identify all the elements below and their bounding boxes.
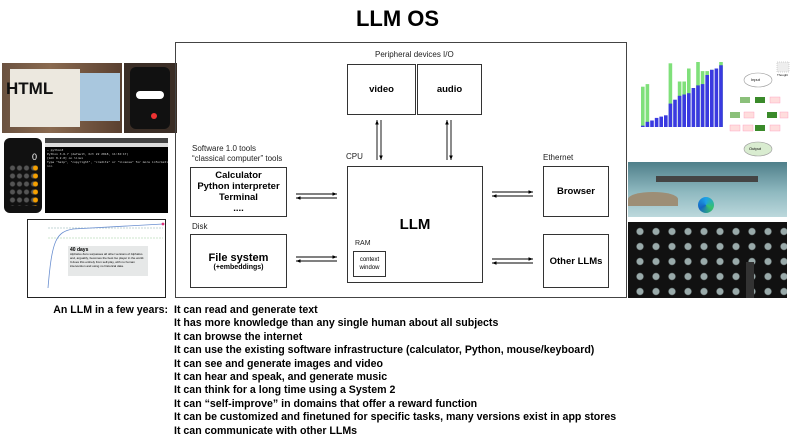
terminal-line: [GCC 8.2.0] on linux <box>47 156 84 160</box>
gpt-store-stage-photo <box>628 222 787 298</box>
video-label: video <box>369 84 394 95</box>
thumb-bar-green <box>668 63 673 127</box>
terminal-window: ~ python3 Python 3.6.7 (default, Oct 22 … <box>45 138 168 213</box>
thumb-bar-blue <box>641 125 645 127</box>
tools-box: Calculator Python interpreter Terminal .… <box>190 167 287 217</box>
thumb-bar-blue <box>691 88 696 127</box>
terminal-line: >>> <box>47 164 53 168</box>
input-node: Input <box>751 77 760 82</box>
calculator-phone: 0 <box>4 138 42 213</box>
alphago-title: 40 days <box>70 247 89 253</box>
thumb-bar-blue <box>677 95 682 127</box>
ram-label: RAM <box>355 240 371 247</box>
calculator-display: 0 <box>31 152 37 162</box>
gpt4-bar-chart-and-tree-of-thought: Input Output Thought <box>627 55 790 159</box>
capability-item: It can read and generate text <box>174 304 318 316</box>
software-label-2: “classical computer” tools <box>192 154 283 163</box>
file-system-sub: (+embeddings) <box>213 263 264 271</box>
context-window-line: window <box>359 265 380 271</box>
capability-item: It can browse the internet <box>174 330 303 343</box>
llm-label: LLM <box>399 216 431 233</box>
audio-label: audio <box>436 84 463 95</box>
summary-lead: An LLM in a few years: <box>53 304 168 316</box>
alphago-text: AlphaGo Zero surpasses all other version… <box>70 252 145 268</box>
thumb-bar-blue <box>696 85 700 127</box>
capability-item: It can hear and speak, and generate musi… <box>174 371 388 384</box>
peripheral-label: Peripheral devices I/O <box>375 50 454 59</box>
thumb-bar-blue <box>668 103 673 127</box>
thumb-bar-blue <box>710 69 714 127</box>
capability-item: It can communicate with other LLMs <box>174 424 358 437</box>
bar-chart-thumbnail <box>641 61 790 157</box>
thumb-bar-blue <box>705 75 709 127</box>
video-box: video <box>347 64 416 115</box>
thumb-bar-blue <box>714 68 719 127</box>
capability-item: It has more knowledge than any single hu… <box>174 317 499 330</box>
capability-item: It can be customized and finetuned for s… <box>174 411 617 424</box>
html-sketch-photo: HTML <box>2 63 122 133</box>
file-system-box: File system (+embeddings) <box>190 234 287 288</box>
browser-box: Browser <box>543 166 609 217</box>
capability-item: It can think for a long time using a Sys… <box>174 384 396 397</box>
tool-terminal: Terminal <box>219 192 258 203</box>
tool-python: Python interpreter <box>197 181 280 192</box>
thumb-bar-green <box>641 86 645 127</box>
thumb-bar-blue <box>664 115 668 127</box>
terminal-line: Type "help", "copyright", "credits" or "… <box>47 160 168 164</box>
terminal-line: Python 3.6.7 (default, Oct 22 2018, 11:3… <box>47 152 129 156</box>
alphago-curve <box>47 222 165 289</box>
cpu-label: CPU <box>346 152 363 161</box>
thumb-bar-blue <box>650 120 654 127</box>
capability-list: It can read and generate text It has mor… <box>174 304 616 438</box>
capability-item: It can see and generate images and video <box>174 357 384 370</box>
capability-item: It can use the existing software infrast… <box>174 344 595 357</box>
thumb-bar-blue <box>719 65 723 127</box>
file-system-label: File system <box>208 251 269 264</box>
thumb-bar-green <box>645 84 650 127</box>
thumb-bar-blue <box>645 121 650 127</box>
other-llms-box: Other LLMs <box>543 234 609 288</box>
thumb-bar-blue <box>682 94 686 127</box>
edge-browser-wallpaper <box>628 162 787 217</box>
audio-box: audio <box>417 64 482 115</box>
capability-item: It can “self-improve” in domains that of… <box>174 397 478 410</box>
other-llms-label: Other LLMs <box>549 255 603 267</box>
alphago-chart: 40 days AlphaGo Zero surpasses all other… <box>27 219 166 298</box>
terminal-line: ~ python3 <box>47 148 64 152</box>
edge-logo-icon <box>698 197 714 213</box>
html-sketch-text: HTML <box>6 79 54 98</box>
disk-label: Disk <box>192 222 208 231</box>
thumb-bar-blue <box>659 116 663 127</box>
thumb-bar-blue <box>654 117 659 127</box>
thumb-bar-blue <box>687 93 691 127</box>
slide-title: LLM OS <box>355 6 440 31</box>
thought-label: Thought <box>777 73 789 77</box>
ethernet-label: Ethernet <box>543 153 574 162</box>
tool-calculator: Calculator <box>215 170 262 181</box>
voice-phone-photo <box>124 63 177 133</box>
context-window-line: context <box>359 257 380 263</box>
software-label: Software 1.0 tools <box>192 144 257 153</box>
thumb-bar-blue <box>700 84 705 127</box>
output-node: Output <box>749 146 762 151</box>
browser-label: Browser <box>556 186 595 197</box>
llm-os-diagram-frame <box>175 42 627 298</box>
thumb-bar-blue <box>673 99 677 127</box>
context-window-box: context window <box>353 251 386 277</box>
tool-more: .... <box>233 203 244 214</box>
